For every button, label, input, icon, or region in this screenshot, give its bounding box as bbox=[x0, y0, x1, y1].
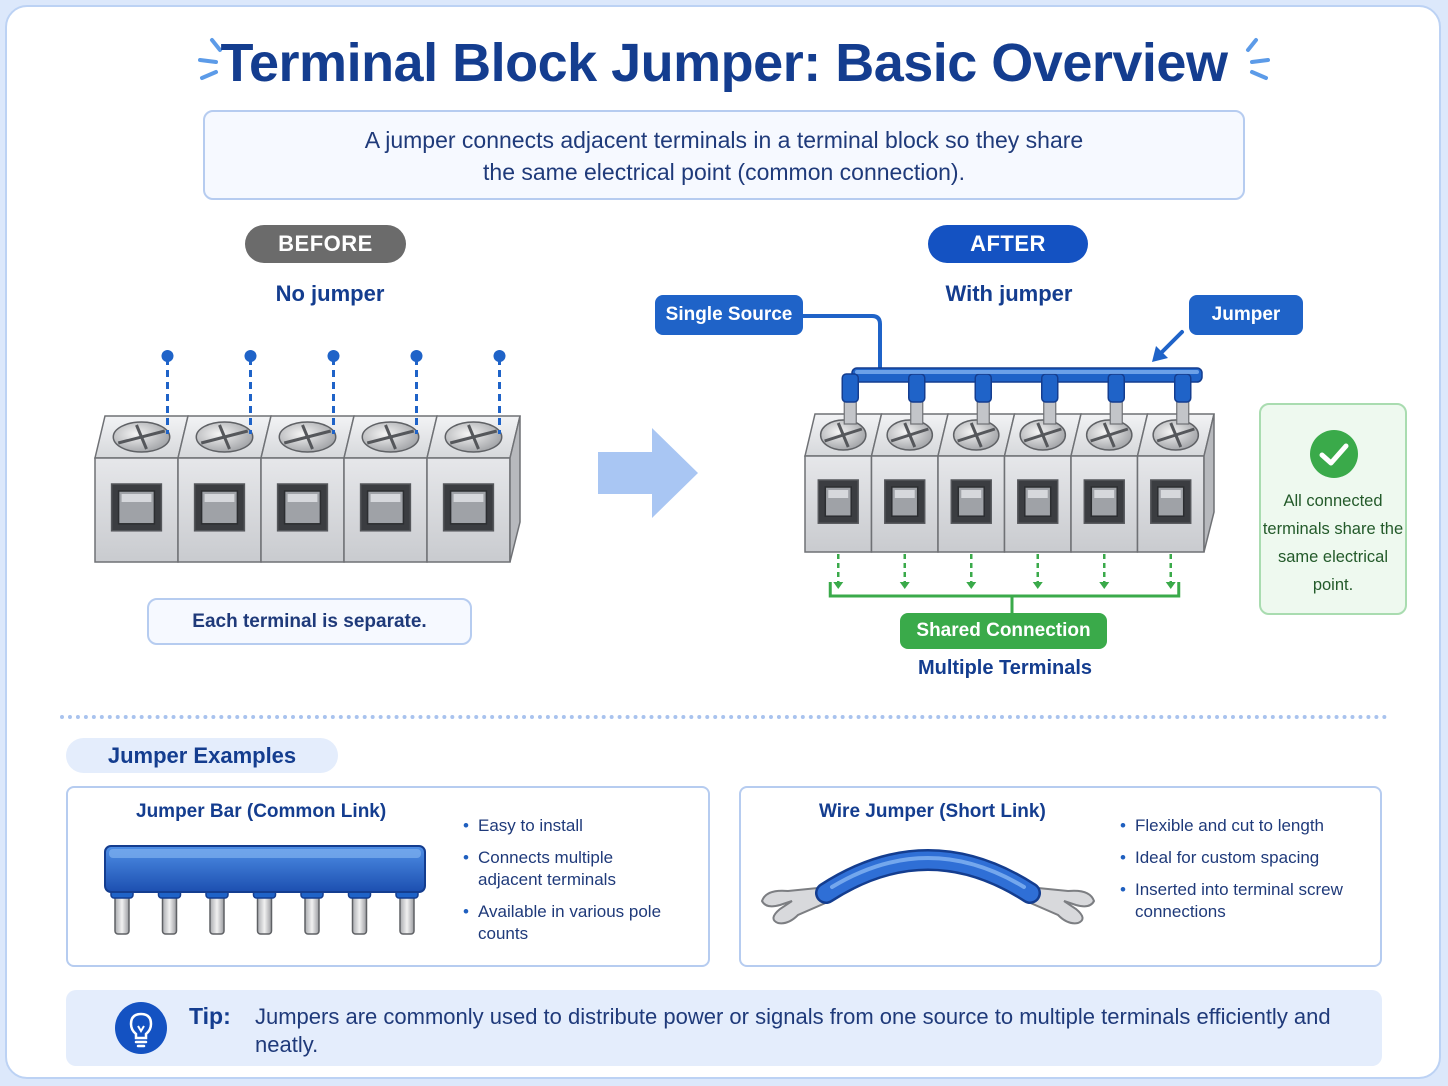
terminal-unit bbox=[260, 415, 355, 563]
check-circle-icon bbox=[1310, 430, 1358, 478]
terminal-unit bbox=[177, 415, 272, 563]
source-wire bbox=[803, 314, 882, 372]
wire-jumper-illustration bbox=[760, 849, 1096, 925]
wire-end-dot bbox=[410, 350, 423, 362]
jumper-pointer-arrow bbox=[1152, 330, 1184, 362]
examples-section-title: Jumper Examples bbox=[66, 738, 338, 773]
wire-end-dot bbox=[161, 350, 174, 362]
terminal-unit bbox=[804, 413, 883, 553]
jumper-label: Jumper bbox=[1189, 295, 1303, 335]
before-badge: BEFORE bbox=[245, 225, 406, 263]
tip-text: Jumpers are commonly used to distribute … bbox=[255, 1004, 1331, 1057]
wire-jumper-bullets: Flexible and cut to length Ideal for cus… bbox=[1120, 815, 1360, 933]
shared-connection-bracket bbox=[828, 554, 1181, 613]
tip-box bbox=[66, 990, 1382, 1066]
single-source-label: Single Source bbox=[655, 295, 803, 335]
jumper-bar-illustration bbox=[104, 845, 426, 935]
terminal-unit bbox=[94, 415, 189, 563]
intro-line-2: the same electrical point (common connec… bbox=[483, 159, 965, 185]
wire-jumper-title: Wire Jumper (Short Link) bbox=[819, 801, 1046, 822]
terminal-unit bbox=[426, 415, 521, 563]
terminal-unit bbox=[937, 413, 1016, 553]
callout-text: All connected terminals share the same e… bbox=[1262, 492, 1404, 594]
spade-lug-left bbox=[760, 885, 832, 925]
tip-label: Tip: bbox=[189, 1003, 231, 1029]
arrow-right-icon bbox=[598, 428, 698, 518]
terminal-unit bbox=[1136, 413, 1215, 553]
before-heading: No jumper bbox=[275, 281, 385, 306]
terminal-unit bbox=[1003, 413, 1082, 553]
wire-end-dot bbox=[493, 350, 506, 362]
wire-end-dot bbox=[244, 350, 257, 362]
bullet-item: Available in various pole counts bbox=[463, 901, 663, 945]
jumper-bar-title: Jumper Bar (Common Link) bbox=[136, 801, 387, 822]
bullet-item: Ideal for custom spacing bbox=[1120, 847, 1360, 869]
bullet-item: Connects multiple adjacent terminals bbox=[463, 847, 663, 891]
section-divider bbox=[60, 715, 1388, 719]
bullet-item: Easy to install bbox=[463, 815, 663, 837]
intro-box: A jumper connects adjacent terminals in … bbox=[203, 110, 1245, 200]
terminal-block-after bbox=[803, 314, 1215, 613]
terminal-unit bbox=[343, 415, 438, 563]
intro-line-1: A jumper connects adjacent terminals in … bbox=[364, 127, 1084, 153]
after-heading: With jumper bbox=[945, 281, 1073, 306]
page-title: Terminal Block Jumper: Basic Overview bbox=[220, 33, 1228, 93]
before-note: Each terminal is separate. bbox=[147, 598, 472, 645]
terminal-unit bbox=[1070, 413, 1149, 553]
lightbulb-icon bbox=[115, 1002, 167, 1054]
after-badge: AFTER bbox=[928, 225, 1088, 263]
jumper-bar-installed bbox=[841, 367, 1203, 425]
sparkle-icon bbox=[198, 36, 232, 91]
wire-end-dot bbox=[327, 350, 340, 362]
sparkle-icon bbox=[1236, 36, 1270, 91]
bullet-item: Inserted into terminal screw connections bbox=[1120, 879, 1360, 923]
shared-connection-label: Shared Connection bbox=[900, 613, 1107, 649]
multiple-terminals-label: Multiple Terminals bbox=[917, 657, 1093, 679]
jumper-bar-bullets: Easy to install Connects multiple adjace… bbox=[463, 815, 663, 955]
terminal-unit bbox=[870, 413, 949, 553]
bullet-item: Flexible and cut to length bbox=[1120, 815, 1360, 837]
terminal-block-before bbox=[94, 350, 521, 563]
common-point-callout: All connected terminals share the same e… bbox=[1259, 403, 1407, 615]
spade-lug-right bbox=[1024, 885, 1096, 925]
